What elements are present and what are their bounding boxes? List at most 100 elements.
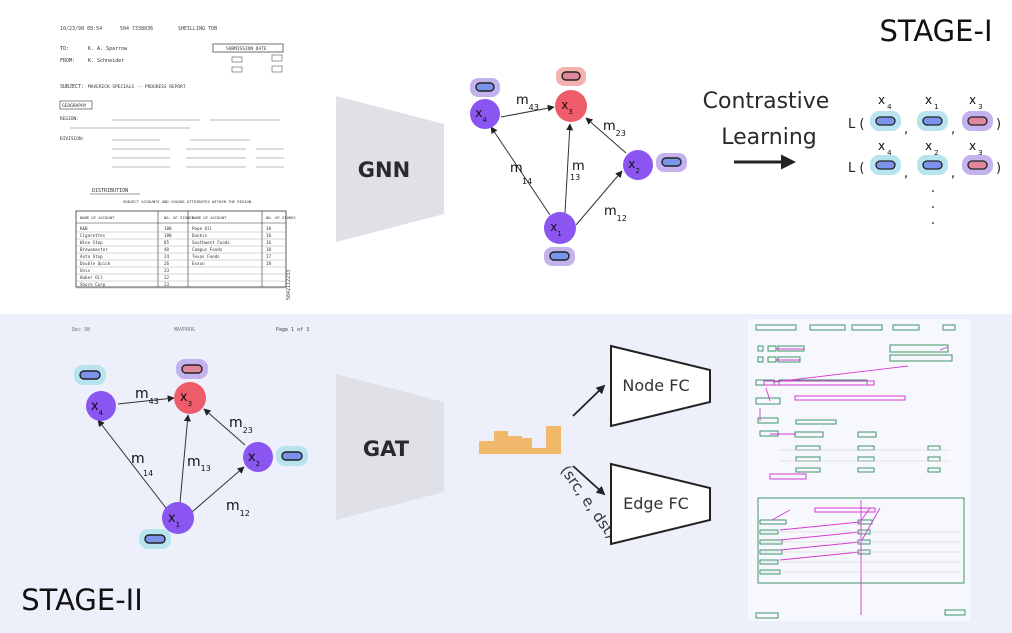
- node2-x2-sub: 2: [256, 460, 260, 468]
- doc-table-cell: 100: [164, 226, 172, 231]
- doc-geography-box: [59, 100, 93, 110]
- svg-text:m43: m43: [516, 93, 539, 112]
- svg-text:x4: x4: [878, 139, 892, 157]
- edge2-label-m12: m: [226, 498, 240, 514]
- edge-fc-label: Edge FC: [623, 494, 689, 513]
- doc-to-value: K. A. Sparrow: [88, 46, 128, 52]
- doc2-header-left: Dec 98: [72, 327, 90, 333]
- doc-table-cell: Wine Stop: [80, 240, 103, 245]
- node-x4: [470, 99, 500, 129]
- loss-row-1-prefix: L (: [848, 117, 864, 132]
- svg-text:m23: m23: [603, 119, 626, 138]
- embedding-x2: [661, 157, 682, 167]
- edge2-x1-x3: [179, 414, 191, 504]
- edge-x1-x2: [575, 170, 623, 226]
- annotated-document: [748, 319, 970, 621]
- continuation-dot-2: ·: [931, 200, 935, 216]
- edge2-label-m13-sub: 13: [201, 464, 211, 473]
- doc-table-cell: 23: [164, 268, 170, 273]
- loss-row-1-term-2: x: [925, 93, 932, 107]
- loss-row-2-term-1-sub: 4: [887, 149, 892, 157]
- feature-bar-2: [494, 431, 508, 454]
- loss-row-2-term-3-sub: 3: [978, 149, 982, 157]
- doc-table-cell: Dunkin: [192, 233, 208, 238]
- doc-table-cell: 26: [164, 261, 170, 266]
- svg-text:x3: x3: [180, 390, 192, 408]
- doc-form-lines: [70, 119, 284, 168]
- doc-header-right: SHEILLING TDB: [178, 26, 217, 32]
- loss-row-1-term-3: x: [969, 93, 976, 107]
- loss-row-1-suffix: ): [996, 117, 1001, 132]
- edge-label-m43: m: [516, 93, 529, 108]
- doc-table-cell: Southwest Foods: [192, 240, 230, 245]
- edge-label-m43-sub: 43: [529, 103, 539, 112]
- doc-side-number: 5042112233: [286, 270, 292, 300]
- edge2-x4-x3: [117, 395, 175, 405]
- doc-table-cell: Brewsmaster: [80, 247, 108, 252]
- arrow-to-edge-fc: [572, 465, 606, 496]
- edge2-label-m23-sub: 23: [243, 426, 253, 435]
- node-fc-label: Node FC: [622, 376, 689, 395]
- node-x1: [544, 212, 576, 244]
- svg-text:m43: m43: [135, 386, 159, 406]
- loss-row-1-pill-1: [875, 116, 896, 126]
- doc-table-cell: 180: [164, 233, 172, 238]
- doc-division-label: DIVISION:: [60, 136, 84, 142]
- doc-table-cell: K&B: [80, 226, 88, 231]
- doc-table-cell: 85: [164, 240, 170, 245]
- annotated-document-page: [748, 319, 970, 621]
- svg-text:x3: x3: [561, 98, 573, 116]
- edge2-x1-x4: [97, 419, 167, 509]
- stage1-label: STAGE-I: [879, 14, 992, 48]
- feature-bar-6: [546, 426, 561, 454]
- loss-row-1-term-1: x: [878, 93, 885, 107]
- loss-row-1-term-3-sub: 3: [978, 103, 982, 111]
- loss-row-2-pill-3: [967, 160, 988, 170]
- doc-to-label: TO:: [60, 46, 69, 52]
- doc-table-cell: Pepe Oil: [192, 226, 213, 231]
- svg-text:x4: x4: [475, 106, 487, 124]
- svg-text:x1: x1: [168, 511, 180, 529]
- loss-row-2-sep-2: ,: [951, 166, 955, 181]
- arrow-to-node-fc: [572, 384, 606, 417]
- doc-table-cell: Double Quick: [80, 261, 111, 266]
- doc2-header-mid: MAVPROG: [174, 327, 195, 333]
- doc-table-header-cell: NAME OF ACCOUNT: [192, 215, 227, 220]
- svg-text:x1: x1: [925, 93, 939, 111]
- loss-row-2-term-3: x: [969, 139, 976, 153]
- node2-x1: [162, 502, 194, 534]
- loss-row-2-term-2: x: [925, 139, 932, 153]
- loss-row-1-term-2-sub: 1: [934, 103, 938, 111]
- svg-text:m12: m12: [604, 204, 627, 223]
- doc-region-label: REGION:: [60, 116, 79, 122]
- node-x4-sub: 4: [482, 116, 487, 124]
- doc-from-value: K. Schneider: [88, 58, 124, 64]
- stage2-label: STAGE-II: [21, 583, 143, 617]
- doc-table-cell: Unix: [80, 268, 91, 273]
- loss-row-2-pill-1: [875, 160, 896, 170]
- edge-label-m23: m: [603, 119, 616, 134]
- continuation-dot-3: ·: [931, 216, 935, 232]
- feature-bar-5: [532, 448, 546, 454]
- document-page: [52, 18, 310, 308]
- doc-header-mid: 504 7338836: [120, 26, 153, 32]
- edge2-x2-x3: [203, 408, 246, 446]
- embedding2-x2: [281, 451, 303, 461]
- doc-table-cell: Shore Corp: [80, 282, 106, 287]
- edge-fc-block: [610, 462, 711, 546]
- svg-text:x2: x2: [248, 450, 260, 468]
- node-x3-sub: 3: [568, 108, 572, 116]
- edge2-label-m12-sub: 12: [240, 509, 250, 518]
- loss-row-2-suffix: ): [996, 161, 1001, 176]
- embedding2-x4: [79, 370, 101, 380]
- doc-checkboxes: [231, 54, 283, 73]
- doc-table-header-cell: NO. OF STORES: [266, 215, 296, 220]
- doc-table-cell: 17: [266, 254, 272, 259]
- edge2-label-m13: m: [187, 454, 201, 470]
- edge-label-m12: m: [604, 204, 617, 219]
- loss-row-2-term-1: x: [878, 139, 885, 153]
- scanned-document: 10/23/98 08:54 504 7338836 SHEILLING TDB…: [52, 18, 310, 308]
- gat-label: GAT: [363, 437, 410, 461]
- doc-table-cell: 23: [164, 282, 170, 287]
